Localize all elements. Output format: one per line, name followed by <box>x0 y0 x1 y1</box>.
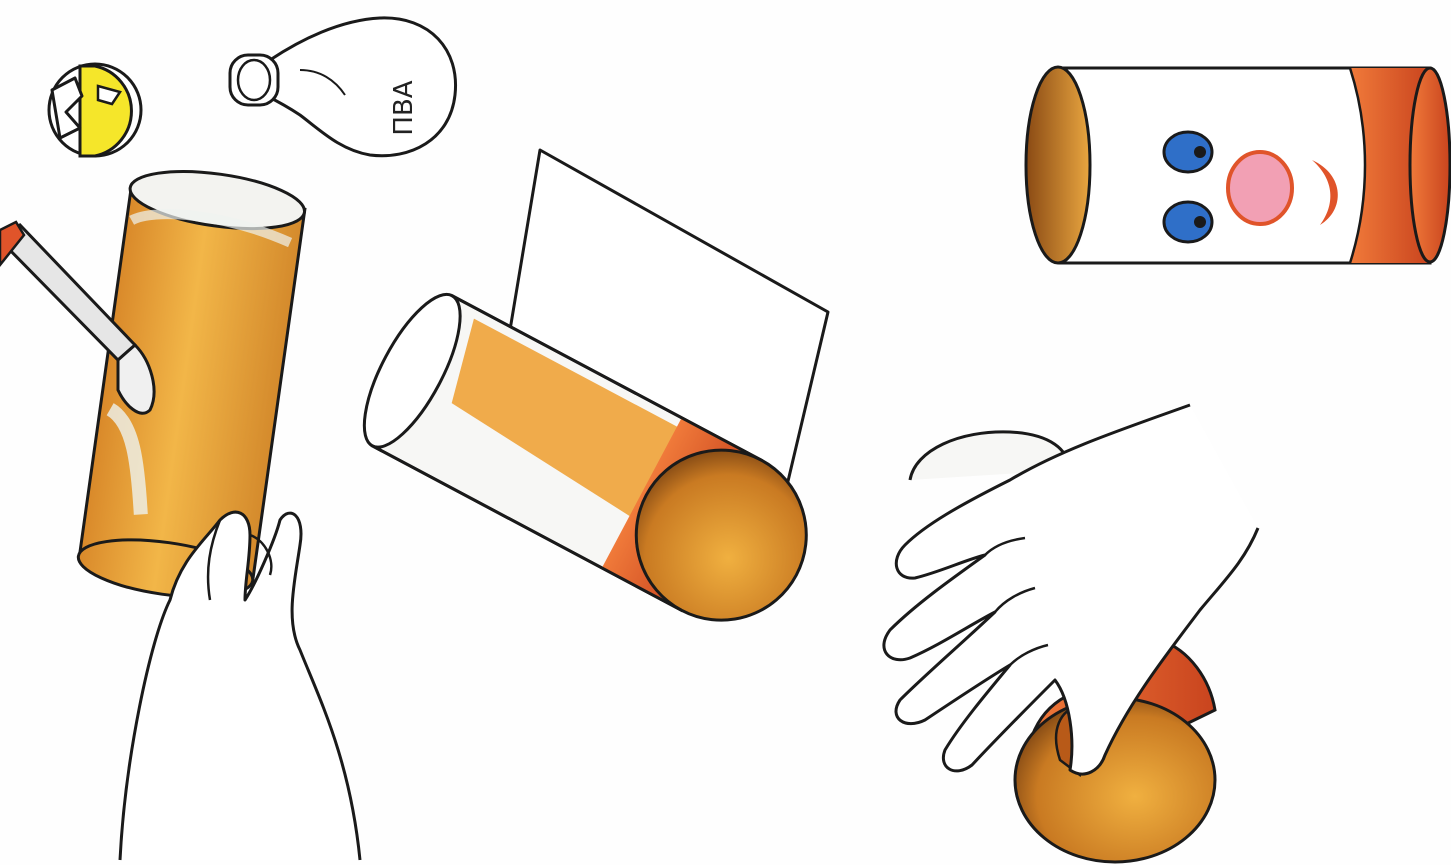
nose-icon <box>1228 152 1292 224</box>
glue-bottle-label: ПВА <box>389 80 419 135</box>
step-1-painting-tube <box>75 162 360 860</box>
pencil-sharpener-icon <box>49 64 141 156</box>
step-4-rolling-tube <box>884 405 1258 862</box>
glue-bottle-icon: ПВА <box>230 18 456 156</box>
step-2-wrapping-paper <box>346 150 836 650</box>
step-3-finished-figure <box>1026 67 1450 263</box>
